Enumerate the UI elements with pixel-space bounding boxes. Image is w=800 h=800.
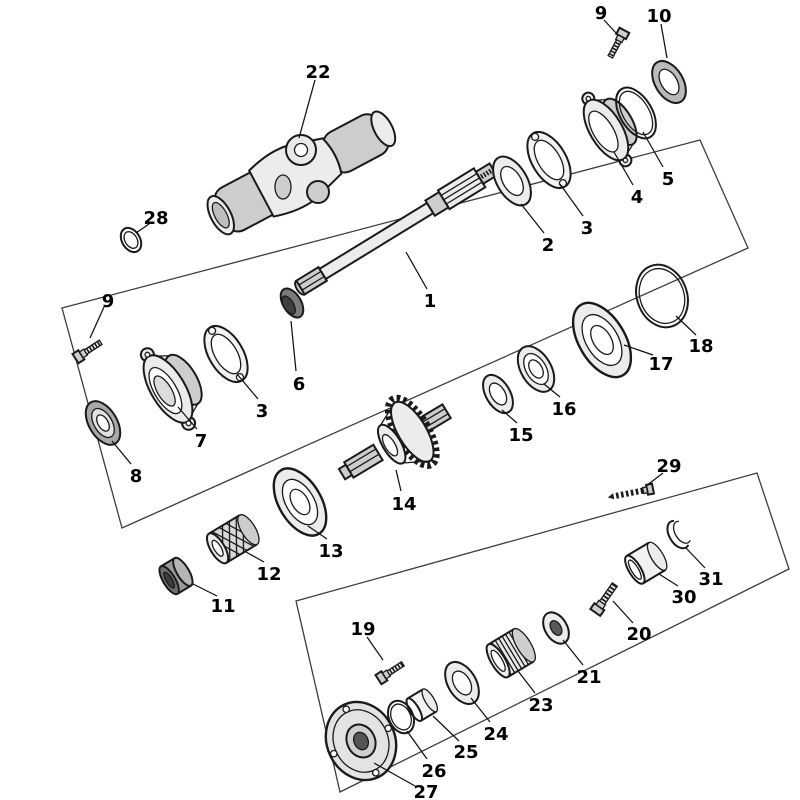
part-bolt-20 xyxy=(588,581,619,618)
callout-18: 18 xyxy=(688,336,713,357)
part-bolt-19 xyxy=(374,660,406,686)
callout-9-top: 9 xyxy=(595,3,608,24)
part-bearing-24 xyxy=(444,661,480,705)
callout-22: 22 xyxy=(305,62,330,83)
callout-21: 21 xyxy=(576,667,601,688)
part-oring-18 xyxy=(635,263,689,329)
part-housing-4 xyxy=(581,91,638,168)
lower-plane-outline xyxy=(295,472,790,793)
callout-29: 29 xyxy=(656,456,681,477)
part-flange-7 xyxy=(139,347,203,431)
part-cover-27 xyxy=(324,700,398,782)
part-knurled-coupling-12 xyxy=(205,514,260,565)
callout-31: 31 xyxy=(698,569,723,590)
callout-12: 12 xyxy=(256,564,281,585)
callout-3-upper: 3 xyxy=(581,218,594,239)
callout-17: 17 xyxy=(648,354,673,375)
part-bearing-16 xyxy=(516,345,556,393)
part-clip-31 xyxy=(666,519,691,550)
part-shaft xyxy=(294,162,499,296)
callout-19: 19 xyxy=(350,619,375,640)
callout-8: 8 xyxy=(130,466,143,487)
part-gasket-lower xyxy=(203,325,249,383)
callout-20: 20 xyxy=(626,624,651,645)
part-roller-23 xyxy=(485,627,536,679)
part-seal-10 xyxy=(651,60,687,104)
callout-2: 2 xyxy=(542,235,555,256)
part-gasket-upper xyxy=(526,131,572,189)
part-sleeve-25 xyxy=(405,688,439,723)
part-washer-21 xyxy=(542,611,570,645)
part-bevel-gear-shaft xyxy=(337,394,453,481)
callout-13: 13 xyxy=(318,541,343,562)
callout-24: 24 xyxy=(483,724,508,745)
callout-4: 4 xyxy=(631,187,644,208)
leader-lines xyxy=(89,19,706,787)
part-oring-5 xyxy=(615,86,657,140)
callout-25: 25 xyxy=(453,742,478,763)
part-bearing-17 xyxy=(571,301,633,379)
callout-16: 16 xyxy=(551,399,576,420)
part-spacer-6 xyxy=(279,287,305,319)
upper-plane-outline xyxy=(61,139,749,529)
part-bolt-9-top xyxy=(607,26,631,59)
callout-30: 30 xyxy=(671,587,696,608)
callout-labels: 22 9 10 5 4 3 2 1 28 9 7 3 6 8 14 13 12 … xyxy=(102,3,724,800)
part-washer-15 xyxy=(482,373,514,415)
callout-15: 15 xyxy=(508,425,533,446)
callout-11: 11 xyxy=(210,596,235,617)
callout-10: 10 xyxy=(646,6,671,27)
part-washer-28 xyxy=(119,226,143,254)
callout-5: 5 xyxy=(662,169,675,190)
part-bolt-9-left xyxy=(71,339,103,365)
callout-1: 1 xyxy=(424,291,437,312)
part-seal-8 xyxy=(84,400,122,446)
callout-14: 14 xyxy=(391,494,416,515)
part-sleeve-30 xyxy=(624,541,668,585)
part-bearing-13 xyxy=(272,467,328,537)
callout-28: 28 xyxy=(143,208,168,229)
callout-6: 6 xyxy=(293,374,306,395)
section-planes xyxy=(61,139,790,793)
callout-26: 26 xyxy=(421,761,446,782)
callout-23: 23 xyxy=(528,695,553,716)
part-cap-11 xyxy=(158,556,194,596)
callout-3-lower: 3 xyxy=(256,401,269,422)
part-universal-joint xyxy=(206,110,397,236)
callout-9-left: 9 xyxy=(102,291,115,312)
callout-7: 7 xyxy=(195,431,208,452)
callout-27: 27 xyxy=(413,782,438,800)
part-bolt-29 xyxy=(607,482,656,500)
part-bearing-2 xyxy=(492,155,532,207)
